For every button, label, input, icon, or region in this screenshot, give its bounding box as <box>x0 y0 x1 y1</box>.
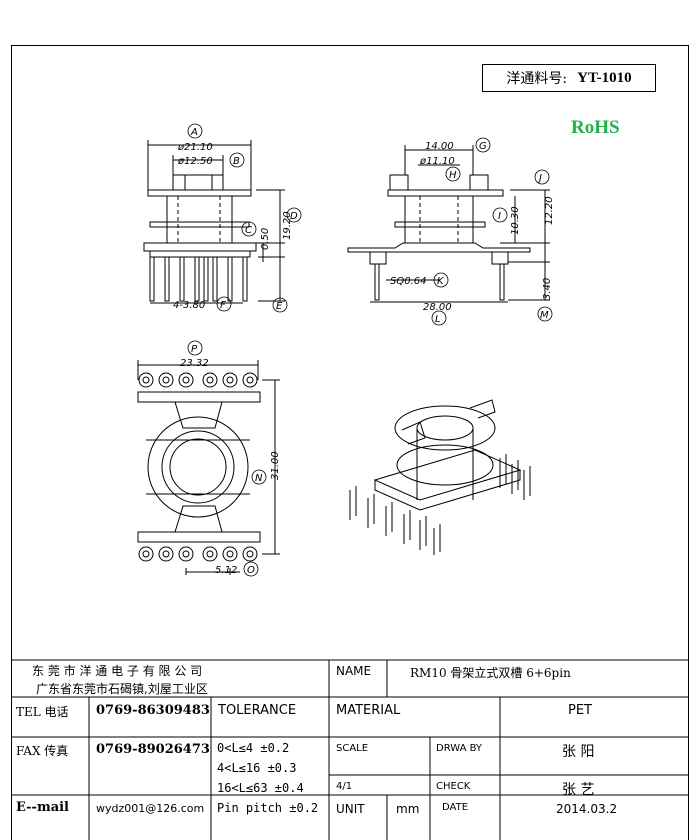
dim-f-value: 4-3.80 <box>173 300 205 311</box>
tolerance-range-2: 4<L≤16 ±0.3 <box>217 761 297 775</box>
dim-l-value: 28.00 <box>423 302 452 313</box>
scale-label: SCALE <box>336 743 369 754</box>
check-label: CHECK <box>436 781 471 792</box>
dim-b-value: ø12.50 <box>177 156 213 167</box>
dim-letter-l: L <box>435 314 441 325</box>
part-number-box: 洋通料号: YT-1010 <box>482 64 656 92</box>
unit-value: mm <box>396 802 420 816</box>
scale-value: 4/1 <box>336 781 353 792</box>
dim-letter-c: C <box>245 225 252 236</box>
date-label: DATE <box>442 802 469 813</box>
dim-letter-e: E <box>276 301 283 312</box>
dim-letter-k: K <box>437 276 445 287</box>
dim-letter-g: G <box>479 141 487 152</box>
dim-letter-o: O <box>247 565 255 576</box>
drawby-value: 张 阳 <box>562 744 595 760</box>
drawing-frame <box>11 45 689 840</box>
tolerance-pin-pitch: Pin pitch ±0.2 <box>217 801 319 815</box>
top-view <box>137 360 280 575</box>
tolerance-range-1: 0<L≤4 ±0.2 <box>217 741 290 755</box>
material-value: PET <box>568 703 592 718</box>
name-value: RM10 骨架立式双槽 6+6pin <box>410 666 571 680</box>
dim-letter-a: A <box>190 127 198 138</box>
dim-j-value: 12.20 <box>544 196 555 225</box>
dim-i-value: 10.30 <box>510 206 521 235</box>
company-address: 广东省东莞市石碣镇,刘屋工业区 <box>36 682 208 696</box>
front-view <box>143 140 285 304</box>
isometric-view <box>349 399 531 555</box>
dim-letter-h: H <box>449 170 457 181</box>
dim-d-value: 19.20 <box>282 211 293 240</box>
dim-m-value: 3.40 <box>542 278 553 300</box>
tolerance-range-3: 16<L≤63 ±0.4 <box>217 781 304 795</box>
dim-letter-i: I <box>498 211 501 222</box>
email-label: E--mail <box>16 800 69 815</box>
date-value: 2014.03.2 <box>556 802 618 816</box>
tel-label: TEL 电话 <box>16 705 69 719</box>
part-number: YT-1010 <box>577 69 632 86</box>
dim-k-value: SQ0.64 <box>390 276 426 287</box>
dim-letter-m: M <box>540 310 549 321</box>
tolerance-label: TOLERANCE <box>218 703 297 718</box>
fax-label: FAX 传真 <box>16 744 69 758</box>
tel-value: 0769-86309483 <box>96 703 210 718</box>
rohs-mark: RoHS <box>571 117 620 138</box>
name-label: NAME <box>336 664 372 678</box>
dim-letter-b: B <box>233 156 240 167</box>
side-view <box>347 145 550 303</box>
email-value: wydz001@126.com <box>96 802 205 815</box>
drawby-label: DRWA BY <box>436 743 483 754</box>
dim-c-value: 0.50 <box>260 228 271 250</box>
dim-h-value: ø11.10 <box>419 156 455 167</box>
dim-letter-p: P <box>191 344 198 355</box>
unit-label: UNIT <box>336 802 365 816</box>
material-label: MATERIAL <box>336 703 401 718</box>
dim-letter-d: D <box>290 211 298 222</box>
title-block-grid <box>11 659 689 840</box>
dim-letter-j: J <box>537 173 542 184</box>
dim-o-value: 5.12 <box>215 565 237 576</box>
dim-letter-n: N <box>255 473 263 484</box>
fax-value: 0769-89026473 <box>96 742 210 757</box>
company-name: 东 莞 市 洋 通 电 子 有 限 公 司 <box>32 664 203 678</box>
check-value: 张 艺 <box>562 782 595 798</box>
dim-letter-f: F <box>220 300 226 311</box>
dim-n-value: 31.00 <box>270 451 281 480</box>
dim-a-value: ø21.10 <box>177 142 213 153</box>
dim-g-value: 14.00 <box>425 141 454 152</box>
part-number-label: 洋通料号: <box>506 71 568 87</box>
dim-p-value: 23.32 <box>180 358 209 369</box>
